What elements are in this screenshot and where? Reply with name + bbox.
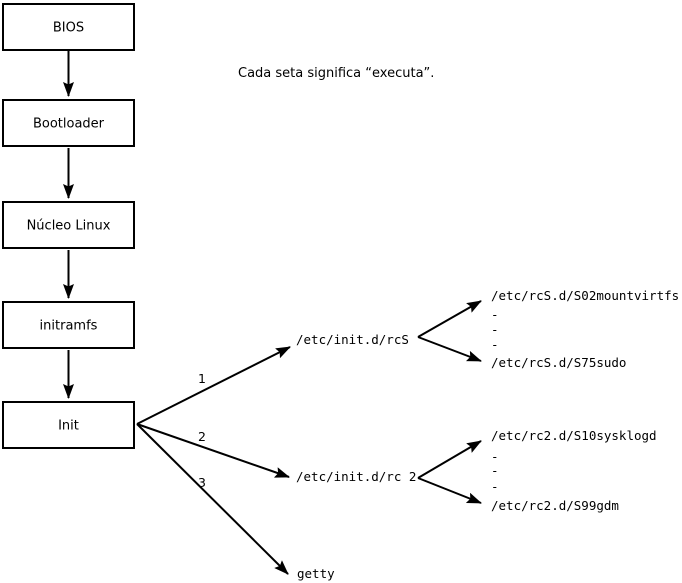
init-branch-2: 2 /etc/init.d/rc 2 [136,423,416,484]
branch-2-target: /etc/init.d/rc 2 [296,469,416,484]
branch-3-number: 3 [198,475,206,490]
rc2-last-script: /etc/rc2.d/S99gdm [491,498,619,513]
bootloader-box [2,99,135,147]
initramfs-box [2,301,135,349]
rc2-ellipsis-2: - [491,463,499,478]
rc2-fork: /etc/rc2.d/S10sysklogd - - - /etc/rc2.d/… [417,428,657,513]
init-label: Init [58,419,79,434]
flow-box-bios: BIOS [2,3,135,51]
arrow-rc2-to-last [417,477,482,504]
arrow-init-to-getty [136,423,289,575]
branch-3-target: getty [297,566,335,581]
bios-label: BIOS [53,21,84,36]
flow-box-initramfs: initramfs [2,301,135,349]
rcS-ellipsis-2: - [491,322,499,337]
init-branch-1: 1 /etc/init.d/rcS [136,332,409,425]
kernel-box [2,201,135,249]
init-box [2,401,135,449]
bios-box [2,3,135,51]
branch-1-number: 1 [198,371,206,386]
rc2-first-script: /etc/rc2.d/S10sysklogd [491,428,657,443]
rc2-ellipsis-1: - [491,449,499,464]
note-text: Cada seta significa “executa”. [238,66,434,81]
rcS-fork: /etc/rcS.d/S02mountvirtfs - - - /etc/rcS… [417,288,679,370]
arrow-init-to-rc2 [136,423,290,478]
initramfs-label: initramfs [40,319,98,334]
kernel-label: Núcleo Linux [27,219,111,234]
flow-box-init: Init [2,401,135,449]
rcS-ellipsis-1: - [491,307,499,322]
rc2-ellipsis-3: - [491,479,499,494]
branch-2-number: 2 [198,429,206,444]
arrow-rc2-to-first [417,440,482,479]
init-branch-3: 3 getty [136,423,335,581]
flow-box-kernel: Núcleo Linux [2,201,135,249]
arrow-init-to-rcS [136,346,291,425]
branch-1-target: /etc/init.d/rcS [296,332,409,347]
rcS-last-script: /etc/rcS.d/S75sudo [491,355,626,370]
rcS-ellipsis-3: - [491,337,499,352]
bootloader-label: Bootloader [33,117,105,132]
flow-box-bootloader: Bootloader [2,99,135,147]
arrow-rcS-to-first [417,300,482,338]
rcS-first-script: /etc/rcS.d/S02mountvirtfs [491,288,679,303]
arrow-rcS-to-last [417,336,482,362]
